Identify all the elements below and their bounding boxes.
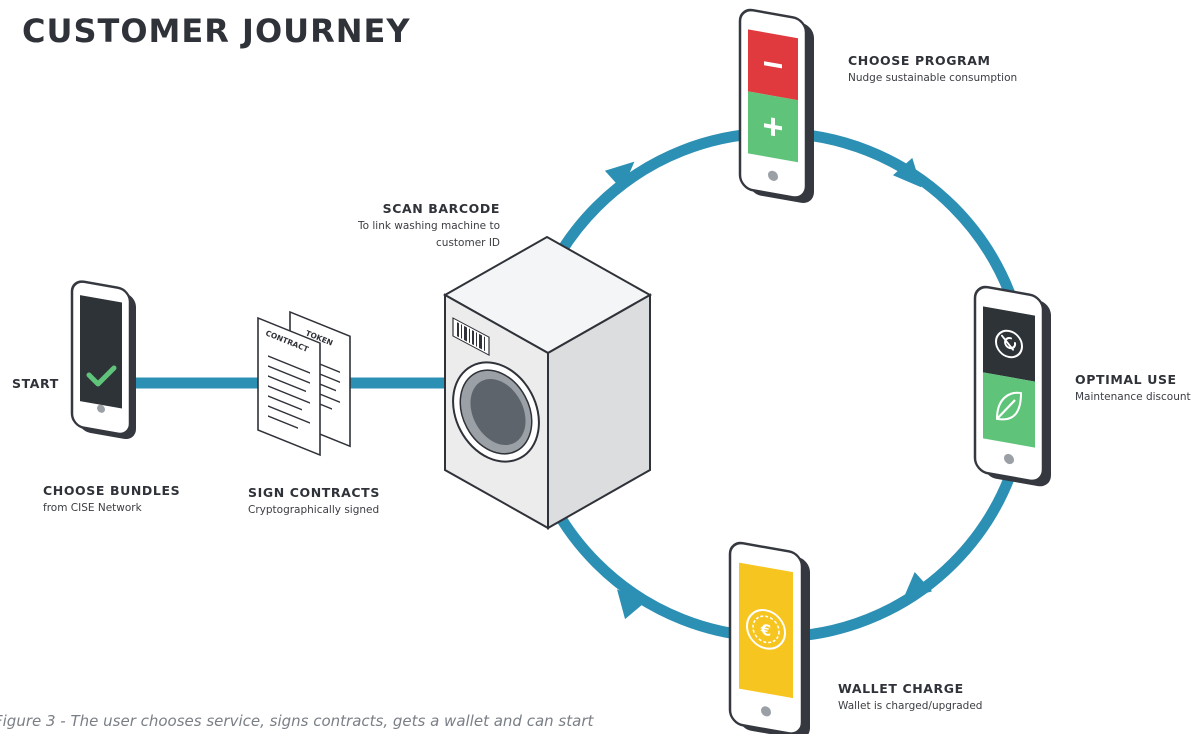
flow-arrow-icon (892, 157, 922, 188)
wrench-icon (995, 329, 1023, 359)
choose-program-subtitle: Nudge sustainable consumption (848, 72, 1018, 84)
flow-arrow-icon (617, 589, 645, 620)
choose-bundles-heading: CHOOSE BUNDLES (43, 483, 181, 498)
choose-program-phone (738, 8, 814, 203)
choose-program-heading: CHOOSE PROGRAM (848, 53, 991, 68)
scan-barcode-subtitle-line2: customer ID (436, 237, 500, 249)
sign-contracts-subtitle: Cryptographically signed (248, 504, 380, 516)
optimal-use-heading: OPTIMAL USE (1075, 372, 1177, 387)
scan-barcode-heading: SCAN BARCODE (382, 201, 500, 216)
wallet-charge-heading: WALLET CHARGE (838, 681, 964, 696)
plus-icon (764, 117, 782, 137)
scan-barcode-subtitle-line1: To link washing machine to (357, 220, 500, 232)
start-label: START (12, 376, 59, 391)
sign-contracts-heading: SIGN CONTRACTS (248, 485, 380, 500)
minus-icon (764, 61, 782, 69)
choose-bundles-subtitle: from CISE Network (43, 502, 142, 514)
leaf-icon (995, 391, 1023, 421)
washing-machine (442, 235, 653, 530)
contract-documents: TOKEN CONTRACT (257, 310, 351, 457)
barcode-icon (452, 317, 490, 357)
figure-caption: Figure 3 - The user chooses service, sig… (0, 712, 594, 730)
flow-arrow-icon (604, 161, 635, 191)
wallet-charge-subtitle: Wallet is charged/upgraded (838, 700, 983, 712)
optimal-use-phone (973, 285, 1051, 487)
start-phone (70, 280, 136, 440)
svg-text:€: € (760, 620, 771, 640)
wallet-charge-phone: € (728, 541, 810, 734)
flow-arrow-icon (902, 571, 933, 601)
diagram-title: CUSTOMER JOURNEY (22, 12, 411, 50)
checkmark-icon (86, 365, 117, 387)
optimal-use-subtitle: Maintenance discount (1075, 391, 1191, 403)
euro-coin-icon: € (746, 609, 786, 650)
